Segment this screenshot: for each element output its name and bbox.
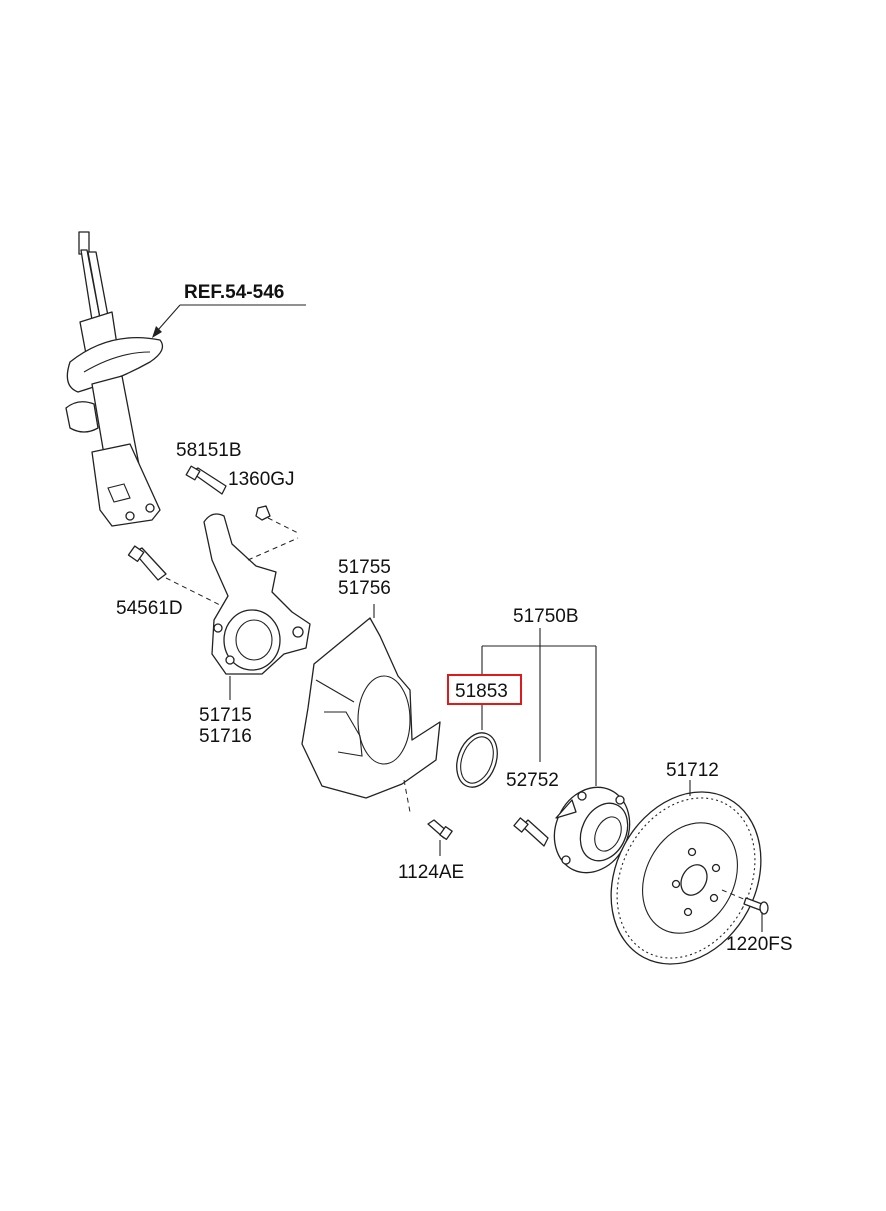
part-label-1220fs[interactable]: 1220FS [726,934,793,955]
o-ring-51853[interactable] [450,727,505,793]
strut-assembly[interactable] [65,231,164,527]
highlight-box-51853 [447,674,522,705]
knuckle-51715[interactable] [203,513,311,700]
part-label-51716[interactable]: 51716 [199,726,252,747]
bolt-1124ae[interactable] [427,819,453,856]
part-label-51853[interactable]: 51853 [455,681,508,702]
hub-bolt-52752[interactable] [513,817,549,847]
part-label-51715[interactable]: 51715 [199,705,252,726]
ref-label[interactable]: REF.54-546 [184,282,284,303]
part-label-54561d[interactable]: 54561D [116,598,183,619]
hub-assembly-bracket [481,628,597,786]
part-label-51756[interactable]: 51756 [338,578,391,599]
bolt-58151b[interactable] [185,465,227,495]
part-label-52752[interactable]: 52752 [506,770,559,791]
part-label-51712[interactable]: 51712 [666,760,719,781]
part-label-51755[interactable]: 51755 [338,557,391,578]
part-label-1124ae[interactable]: 1124AE [398,862,464,883]
part-label-1360gj[interactable]: 1360GJ [228,469,295,490]
dust-cover-51755[interactable] [301,604,441,813]
nut-1360gj[interactable] [255,505,301,535]
part-label-51750b[interactable]: 51750B [513,606,579,627]
bolt-54561d[interactable] [127,545,223,607]
ref-leader [152,304,306,338]
screw-1220fs[interactable] [721,889,769,932]
brake-disc-51712[interactable] [582,766,790,991]
part-label-58151b[interactable]: 58151B [176,440,242,461]
hub-bearing[interactable] [541,775,643,885]
